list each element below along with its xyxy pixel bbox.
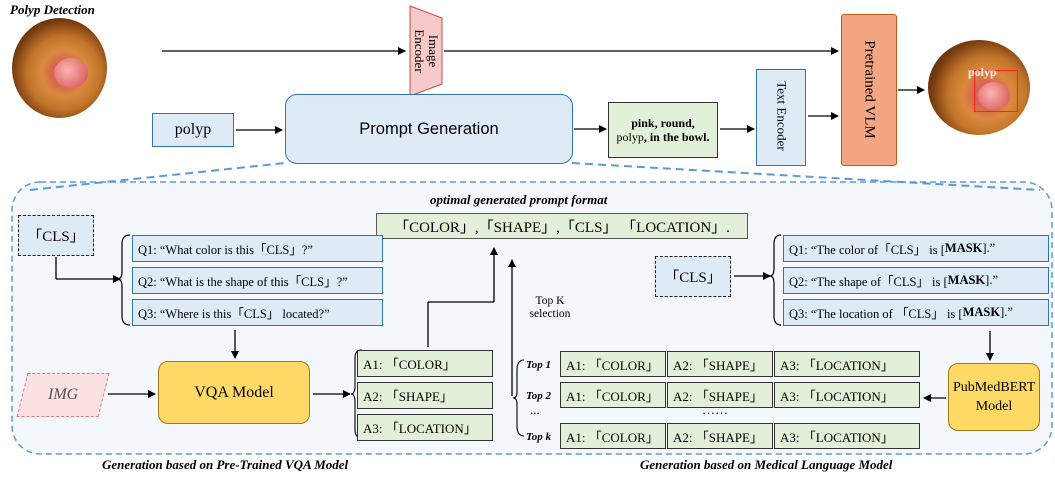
top-k-row-label: Top 1 [526,359,551,371]
cls-token-left: 「CLS」 [18,215,94,256]
text-encoder: Text Encoder [756,69,806,166]
top2-answer-shape: A2: 「SHAPE」 [667,382,773,408]
ellipsis-middle: …… [702,402,728,417]
mlm-question-2: Q2: “The shape of「CLS」 is [MASK].” [783,267,1049,294]
top-k-selection-label: Top K selection [529,295,571,320]
mlm-question-1: Q1: “The color of「CLS」 is [MASK].” [783,235,1049,262]
vqa-answer-1: A1: 「COLOR」 [357,350,493,377]
top-k-row-label: Top 2 [526,390,551,402]
top-k-row-label: Top k [526,431,551,443]
top1-answer-location: A3: 「LOCATION」 [774,351,920,377]
detection-label: polyp [968,65,997,79]
pretrained-vlm: Pretrained VLM [841,14,897,166]
top2-answer-color: A1: 「COLOR」 [560,382,666,408]
vqa-answer-3: A3: 「LOCATION」 [357,414,493,441]
top1-answer-shape: A2: 「SHAPE」 [667,351,773,377]
detection-bounding-box [974,70,1018,112]
pubmedbert-model: PubMedBERT Model [948,363,1040,431]
cls-token-right: 「CLS」 [655,256,731,297]
topk-answer-location: A3: 「LOCATION」 [774,423,920,449]
topk-answer-shape: A2: 「SHAPE」 [667,423,773,449]
text-encoder-label: Text Encoder [774,81,790,151]
image-encoder-shape [409,5,443,97]
mlm-question-3: Q3: “The location of 「CLS」 is [MASK].” [783,299,1049,326]
polyp-blob [54,58,88,88]
output-detection-image: polyp [928,40,1030,135]
output-polyp-blob [978,82,1010,110]
vqa-question-2: Q2: “What is the shape of this「CLS」?” [132,267,383,294]
topk-answer-color: A1: 「COLOR」 [560,423,666,449]
top2-answer-location: A3: 「LOCATION」 [774,382,920,408]
ellipsis-left: ... [530,402,540,417]
input-endoscopy-image [12,18,107,118]
vqa-answer-2: A2: 「SHAPE」 [357,382,493,409]
caption-left: Generation based on Pre-Trained VQA Mode… [102,457,349,472]
zoom-line-left [29,162,286,191]
vqa-question-3: Q3: “Where is this「CLS」 located?” [132,299,383,326]
format-title: optimal generated prompt format [430,192,608,207]
zoom-line-right [571,162,1041,191]
img-input: IMG [16,373,110,417]
caption-right: Generation based on Medical Language Mod… [640,457,893,472]
prompt-format-box: 「COLOR」,「SHAPE」,「CLS」 「LOCATION」. [376,213,748,239]
vqa-question-1: Q1: “What color is this「CLS」?” [132,235,383,262]
image-encoder: Image Encoder [412,29,441,73]
input-class-polyp: polyp [152,113,234,147]
pretrained-vlm-label: Pretrained VLM [861,40,878,139]
vqa-model: VQA Model [158,361,310,424]
task-title: Polyp Detection [10,2,95,17]
prompt-generation-box: Prompt Generation [285,94,573,164]
img-input-label: IMG [47,386,79,403]
top1-answer-color: A1: 「COLOR」 [560,351,666,377]
generated-prompt-box: pink, round, polyp, in the bowl. [608,102,718,158]
